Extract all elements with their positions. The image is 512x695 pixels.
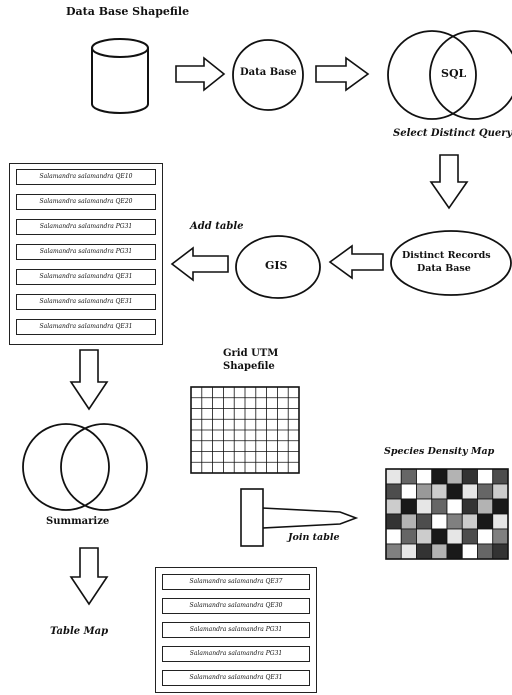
select-distinct-label: Select Distinct Query (393, 128, 512, 139)
density-cell (461, 498, 478, 515)
density-cell (461, 483, 478, 500)
record-row: Salamandra salamandra PG31 (162, 622, 310, 638)
density-cell (416, 543, 433, 560)
data-base-label: Data Base (240, 67, 297, 78)
density-cell (477, 468, 494, 485)
record-row: Salamandra salamandra QE37 (162, 574, 310, 590)
record-row: Salamandra salamandra PG31 (162, 646, 310, 662)
density-cell (431, 528, 448, 545)
arrow-down-1 (429, 154, 469, 210)
sql-label: SQL (441, 67, 467, 80)
density-cell (400, 468, 417, 485)
gis-label: GIS (265, 259, 288, 272)
density-cell (400, 528, 417, 545)
density-cell (400, 483, 417, 500)
record-row: Salamandra salamandra QE31 (16, 319, 156, 335)
record-row: Salamandra salamandra QE20 (16, 194, 156, 210)
record-row: Salamandra salamandra PG31 (16, 219, 156, 235)
density-cell (461, 543, 478, 560)
distinct-records-ellipse (390, 230, 512, 296)
arrow-left-1 (328, 244, 384, 280)
density-cell (477, 528, 494, 545)
density-cell (385, 528, 402, 545)
density-cell (446, 528, 463, 545)
density-cell (446, 483, 463, 500)
density-cell (492, 468, 509, 485)
gis-ellipse (235, 235, 321, 299)
arrow-left-2 (170, 246, 229, 282)
density-cell (385, 513, 402, 530)
summarize-label: Summarize (46, 516, 110, 527)
grid-utm-label-2: Shapefile (223, 361, 275, 372)
density-cell (477, 543, 494, 560)
utm-grid-icon (190, 386, 300, 474)
species-density-label: Species Density Map (384, 446, 495, 457)
density-cell (431, 543, 448, 560)
density-cell (416, 498, 433, 515)
density-cell (446, 543, 463, 560)
record-row: Salamandra salamandra QE10 (16, 169, 156, 185)
density-cell (492, 513, 509, 530)
density-cell (477, 498, 494, 515)
species-density-map (385, 468, 509, 560)
add-table-label: Add table (190, 221, 244, 232)
density-cell (400, 513, 417, 530)
density-cell (446, 513, 463, 530)
density-cell (431, 468, 448, 485)
join-table-label: Join table (288, 532, 340, 543)
density-cell (400, 543, 417, 560)
record-row: Salamandra salamandra QE31 (16, 294, 156, 310)
density-cell (492, 543, 509, 560)
join-pin-icon (240, 488, 359, 547)
density-cell (431, 513, 448, 530)
density-cell (477, 483, 494, 500)
density-cell (416, 528, 433, 545)
arrow-down-2 (69, 349, 109, 411)
density-cell (461, 468, 478, 485)
grid-utm-label-1: Grid UTM (223, 348, 279, 359)
density-cell (416, 513, 433, 530)
density-cell (461, 528, 478, 545)
density-cell (446, 468, 463, 485)
density-cell (492, 483, 509, 500)
density-cell (416, 468, 433, 485)
database-cylinder-icon (91, 38, 149, 114)
density-map-border (385, 468, 509, 560)
record-row: Salamandra salamandra QE30 (162, 598, 310, 614)
density-cell (492, 498, 509, 515)
density-cell (492, 528, 509, 545)
record-row: Salamandra salamandra QE31 (162, 670, 310, 686)
summarize-venn-icon (22, 423, 148, 511)
db-shapefile-label: Data Base Shapefile (66, 5, 190, 18)
arrow-right-1 (175, 56, 226, 92)
density-cell (446, 498, 463, 515)
arrow-right-2 (315, 56, 370, 92)
record-row: Salamandra salamandra PG31 (16, 244, 156, 260)
record-row: Salamandra salamandra QE31 (16, 269, 156, 285)
density-cell (400, 498, 417, 515)
density-cell (385, 483, 402, 500)
data-base-circle (232, 39, 304, 111)
density-cell (416, 483, 433, 500)
distinct-records-label-1: Distinct Records (402, 250, 491, 261)
density-cell (385, 498, 402, 515)
density-cell (477, 513, 494, 530)
density-cell (385, 468, 402, 485)
density-cell (385, 543, 402, 560)
sql-venn-icon (387, 30, 512, 120)
density-cell (431, 483, 448, 500)
distinct-records-label-2: Data Base (417, 263, 471, 274)
density-cell (431, 498, 448, 515)
table-map-label: Table Map (50, 626, 109, 637)
arrow-down-3 (69, 547, 109, 606)
density-cell (461, 513, 478, 530)
